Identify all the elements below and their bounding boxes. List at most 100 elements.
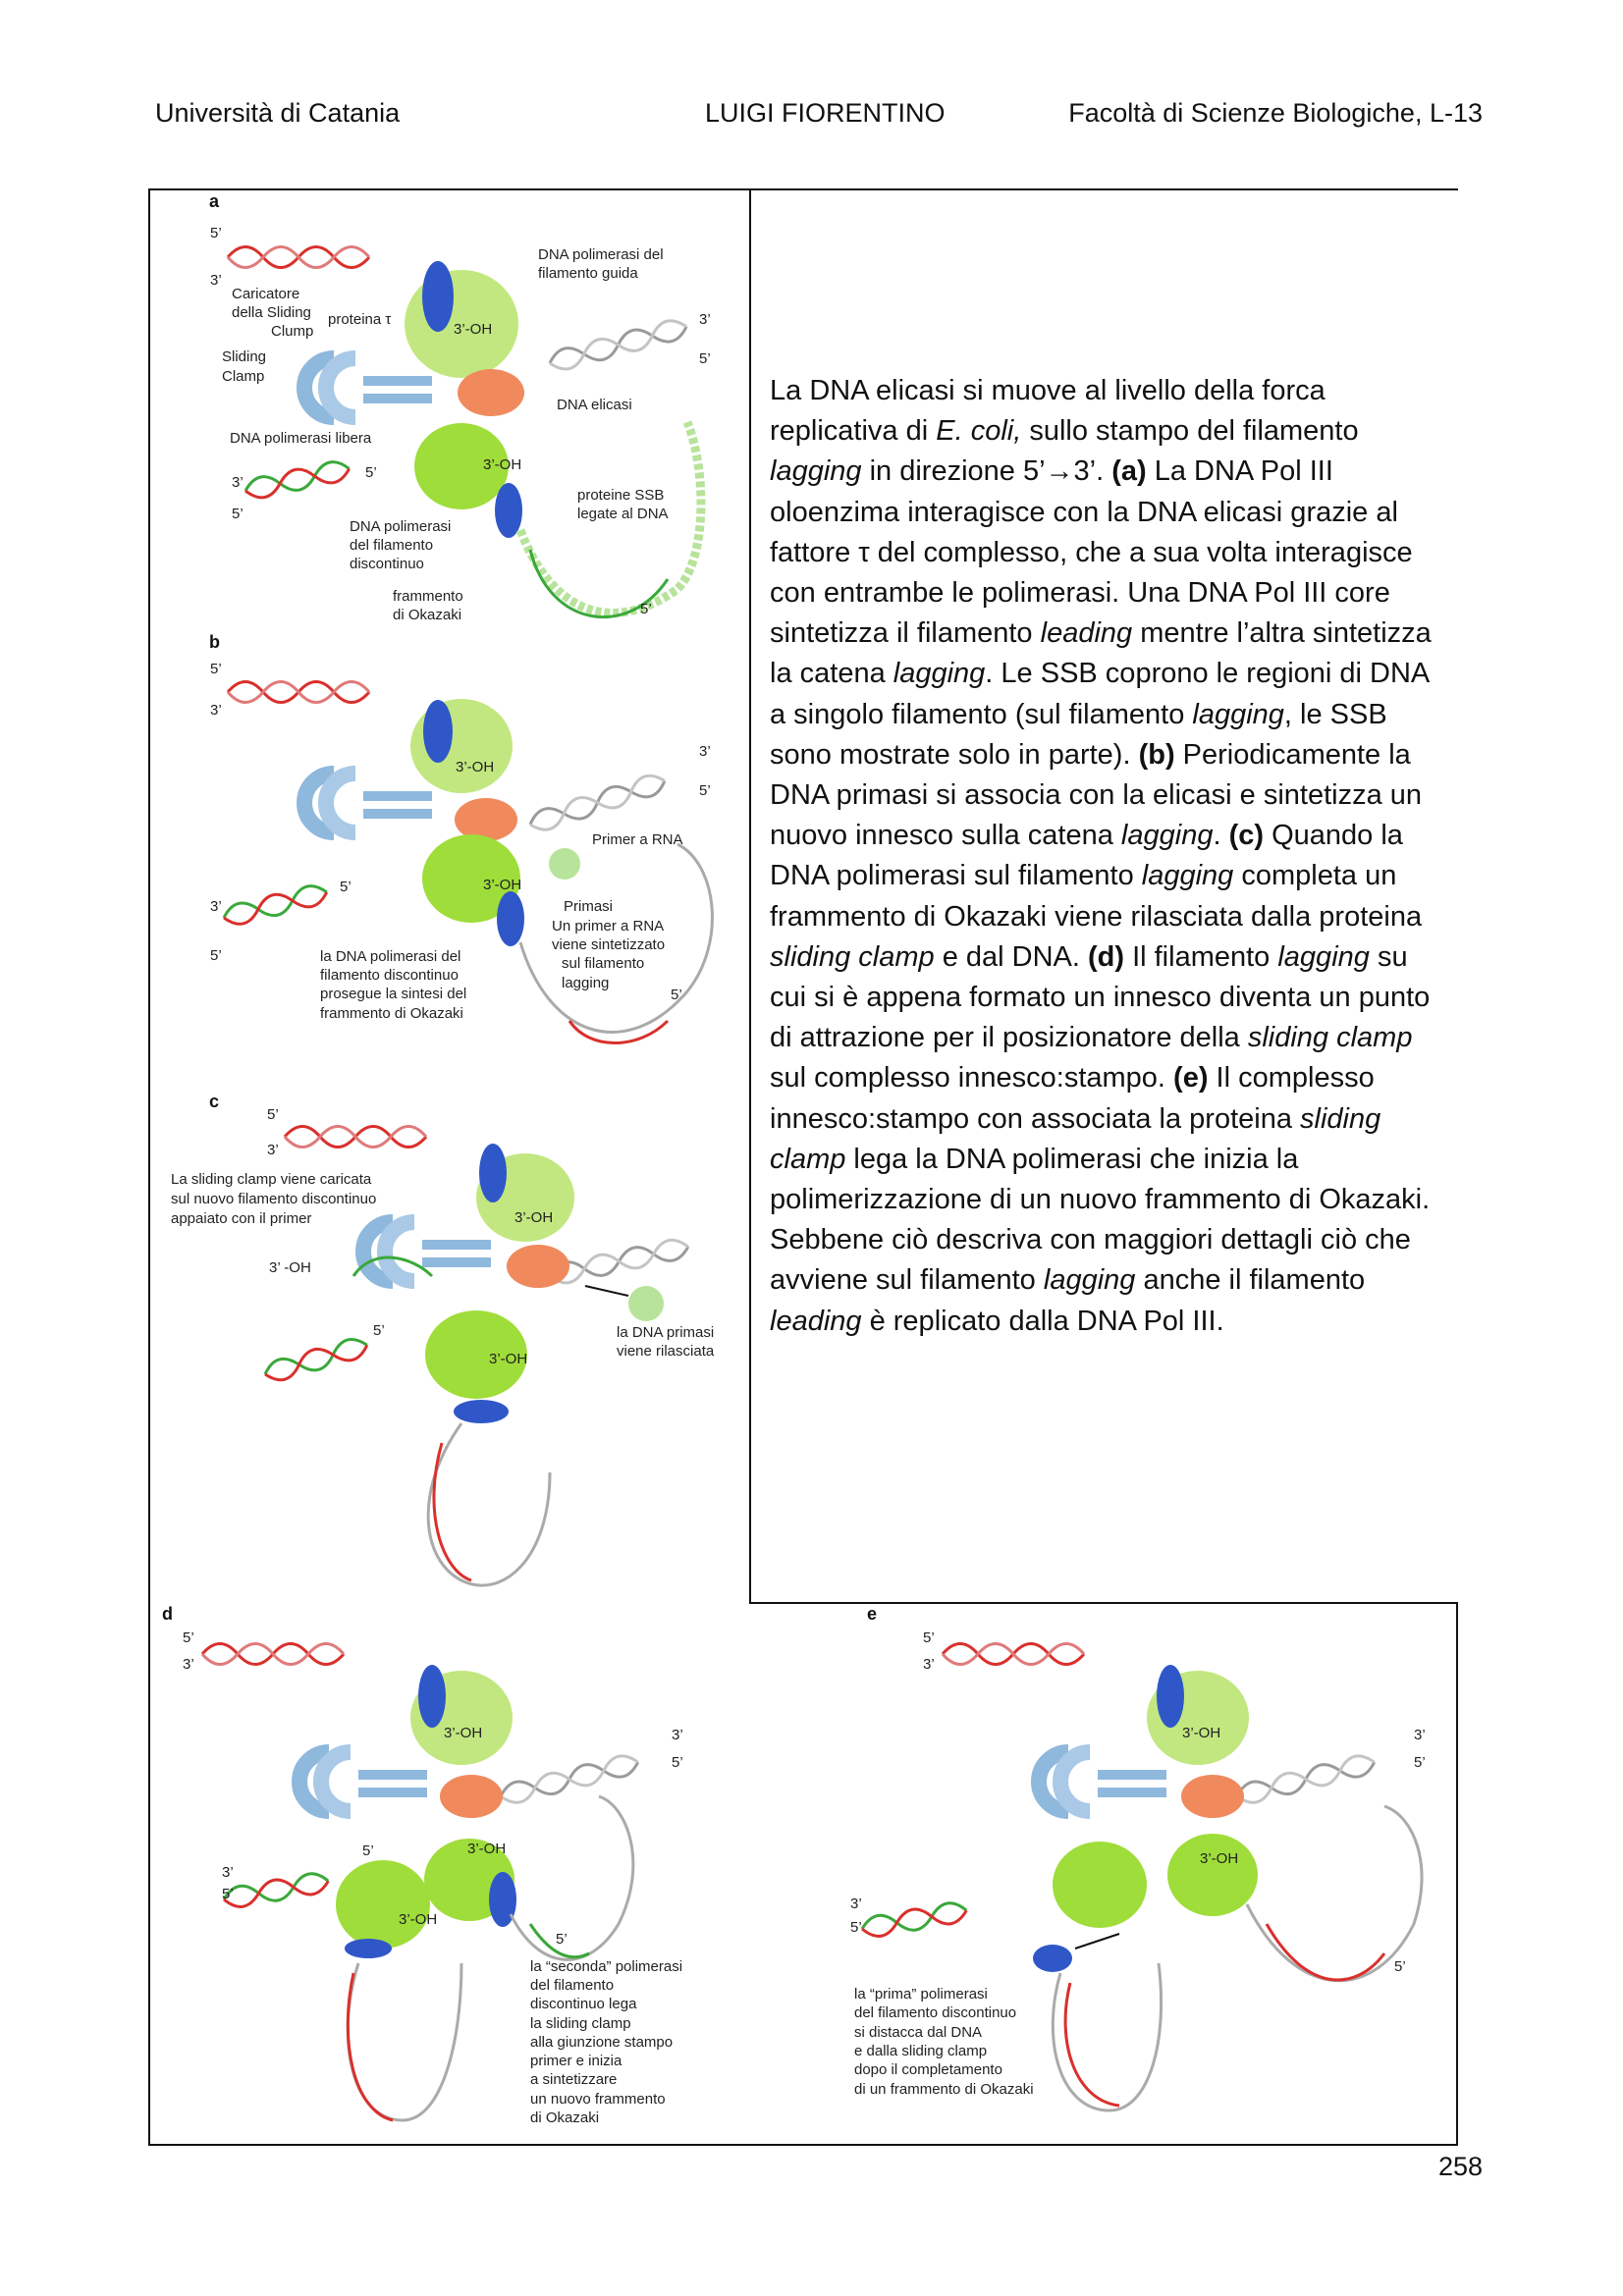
svg-text:sul filamento: sul filamento — [562, 955, 644, 972]
svg-text:discontinuo lega: discontinuo lega — [530, 1996, 637, 2012]
svg-text:sul nuovo filamento discontinu: sul nuovo filamento discontinuo — [171, 1191, 376, 1207]
svg-text:5’: 5’ — [362, 1842, 374, 1859]
svg-text:appaiato con il primer: appaiato con il primer — [171, 1210, 311, 1227]
svg-text:5’: 5’ — [1414, 1754, 1426, 1771]
svg-text:la “seconda” polimerasi: la “seconda” polimerasi — [530, 1958, 682, 1975]
svg-text:5’: 5’ — [850, 1919, 862, 1936]
svg-text:3’: 3’ — [232, 474, 243, 491]
svg-text:3’-OH: 3’-OH — [399, 1911, 437, 1928]
svg-text:di un frammento di Okazaki: di un frammento di Okazaki — [854, 2081, 1034, 2098]
svg-text:della Sliding: della Sliding — [232, 304, 311, 321]
svg-text:5’: 5’ — [699, 350, 711, 367]
panel-label-d: d — [162, 1604, 173, 1624]
svg-text:3’-OH: 3’-OH — [1182, 1725, 1220, 1741]
caption-text: La DNA elicasi si muove al livello della… — [770, 371, 1437, 1342]
svg-text:frammento di Okazaki: frammento di Okazaki — [320, 1005, 463, 1022]
svg-text:proteine SSB: proteine SSB — [577, 487, 664, 504]
svg-text:viene sintetizzato: viene sintetizzato — [552, 936, 665, 953]
svg-text:alla giunzione stampo: alla giunzione stampo — [530, 2034, 673, 2051]
svg-text:5’: 5’ — [672, 1754, 683, 1771]
svg-text:proteina τ: proteina τ — [328, 311, 391, 328]
svg-text:3’-OH: 3’-OH — [483, 456, 521, 473]
svg-text:lagging: lagging — [562, 975, 609, 991]
svg-text:la “prima” polimerasi: la “prima” polimerasi — [854, 1986, 988, 2002]
svg-text:5’: 5’ — [210, 661, 222, 677]
svg-text:5’: 5’ — [640, 601, 652, 617]
svg-text:del filamento: del filamento — [350, 537, 433, 554]
svg-text:filamento discontinuo: filamento discontinuo — [320, 967, 459, 984]
panel-e: 5’ 3’ 3’ 5’ 3’-OH 3’-OH 3’ 5’ 5’ la “pri… — [850, 1629, 1426, 2110]
svg-text:5’: 5’ — [183, 1629, 194, 1646]
panel-b: 5’ 3’ 3’ 5’ 3’-OH 3’-OH 3’ 5’ 5’ 5’ Prim… — [210, 661, 712, 1043]
svg-text:filamento guida: filamento guida — [538, 265, 638, 282]
svg-text:3’-OH: 3’-OH — [1200, 1850, 1238, 1867]
svg-text:La sliding clamp viene caricat: La sliding clamp viene caricata — [171, 1171, 372, 1188]
svg-text:DNA polimerasi del: DNA polimerasi del — [538, 246, 664, 263]
svg-text:3’-OH: 3’-OH — [467, 1841, 506, 1857]
svg-text:DNA polimerasi libera: DNA polimerasi libera — [230, 430, 372, 447]
svg-text:3’-OH: 3’-OH — [454, 321, 492, 338]
svg-text:5’: 5’ — [232, 506, 243, 522]
svg-text:5’: 5’ — [1394, 1958, 1406, 1975]
svg-text:5’: 5’ — [210, 947, 222, 964]
svg-text:la sliding clamp: la sliding clamp — [530, 2015, 631, 2032]
panel-d: 5’ 3’ 3’ 5’ 3’-OH 3’-OH 3’-OH 3’ 5’ 5’ 5… — [183, 1629, 683, 2126]
svg-text:5’: 5’ — [267, 1106, 279, 1123]
svg-text:si distacca dal DNA: si distacca dal DNA — [854, 2024, 982, 2041]
svg-text:5’: 5’ — [340, 879, 352, 895]
svg-text:Primasi: Primasi — [564, 898, 613, 915]
svg-text:Un primer a RNA: Un primer a RNA — [552, 918, 664, 934]
svg-text:3’: 3’ — [210, 898, 222, 915]
svg-text:3’: 3’ — [699, 311, 711, 328]
svg-text:3’: 3’ — [699, 743, 711, 760]
svg-text:Clamp: Clamp — [222, 368, 264, 385]
svg-text:5’: 5’ — [699, 782, 711, 799]
svg-text:di Okazaki: di Okazaki — [393, 607, 461, 623]
svg-text:DNA polimerasi: DNA polimerasi — [350, 518, 451, 535]
svg-text:3’: 3’ — [1414, 1727, 1426, 1743]
svg-text:5’: 5’ — [556, 1931, 568, 1948]
svg-text:a sintetizzare: a sintetizzare — [530, 2071, 617, 2088]
svg-text:5’: 5’ — [222, 1886, 234, 1902]
svg-text:viene rilasciata: viene rilasciata — [617, 1343, 715, 1360]
svg-text:dopo il completamento: dopo il completamento — [854, 2061, 1002, 2078]
svg-text:5’: 5’ — [365, 464, 377, 481]
svg-text:discontinuo: discontinuo — [350, 556, 424, 572]
svg-text:3’: 3’ — [222, 1864, 234, 1881]
svg-text:3’: 3’ — [210, 702, 222, 719]
panel-label-b: b — [209, 632, 220, 652]
svg-text:frammento: frammento — [393, 588, 463, 605]
svg-text:5’: 5’ — [923, 1629, 935, 1646]
svg-text:3’: 3’ — [267, 1142, 279, 1158]
svg-text:5’: 5’ — [373, 1322, 385, 1339]
svg-text:3’ -OH: 3’ -OH — [269, 1259, 311, 1276]
page-number: 258 — [1438, 2152, 1483, 2182]
svg-text:del filamento discontinuo: del filamento discontinuo — [854, 2004, 1016, 2021]
svg-text:Clump: Clump — [271, 323, 313, 340]
svg-text:3’-OH: 3’-OH — [444, 1725, 482, 1741]
svg-text:3’: 3’ — [672, 1727, 683, 1743]
panel-c: 5’ 3’ 3’-OH 3’-OH 5’ La sliding clamp vi… — [171, 1106, 715, 1585]
svg-text:di Okazaki: di Okazaki — [530, 2109, 599, 2126]
svg-text:3’: 3’ — [923, 1656, 935, 1673]
svg-text:prosegue la sintesi del: prosegue la sintesi del — [320, 986, 466, 1002]
svg-text:Caricatore: Caricatore — [232, 286, 299, 302]
svg-text:3’: 3’ — [210, 272, 222, 289]
svg-text:Primer a RNA: Primer a RNA — [592, 831, 683, 848]
svg-text:un nuovo frammento: un nuovo frammento — [530, 2091, 666, 2108]
svg-text:3’-OH: 3’-OH — [514, 1209, 553, 1226]
svg-text:3’-OH: 3’-OH — [456, 759, 494, 775]
svg-text:3’: 3’ — [183, 1656, 194, 1673]
svg-text:3’: 3’ — [850, 1896, 862, 1912]
panel-a: 5’ 3’ 3’ 5’ 3’-OH 3’-OH 3’ 5’ 5’ 5’ DNA … — [210, 225, 711, 623]
svg-text:3’-OH: 3’-OH — [483, 877, 521, 893]
svg-text:la DNA polimerasi del: la DNA polimerasi del — [320, 948, 460, 965]
svg-text:5’: 5’ — [210, 225, 222, 241]
svg-text:e dalla sliding clamp: e dalla sliding clamp — [854, 2043, 987, 2059]
svg-text:Sliding: Sliding — [222, 348, 266, 365]
svg-text:DNA elicasi: DNA elicasi — [557, 397, 632, 413]
panel-label-a: a — [209, 191, 220, 211]
svg-text:del filamento: del filamento — [530, 1977, 614, 1994]
svg-text:5’: 5’ — [671, 987, 682, 1003]
panel-label-e: e — [867, 1604, 877, 1624]
